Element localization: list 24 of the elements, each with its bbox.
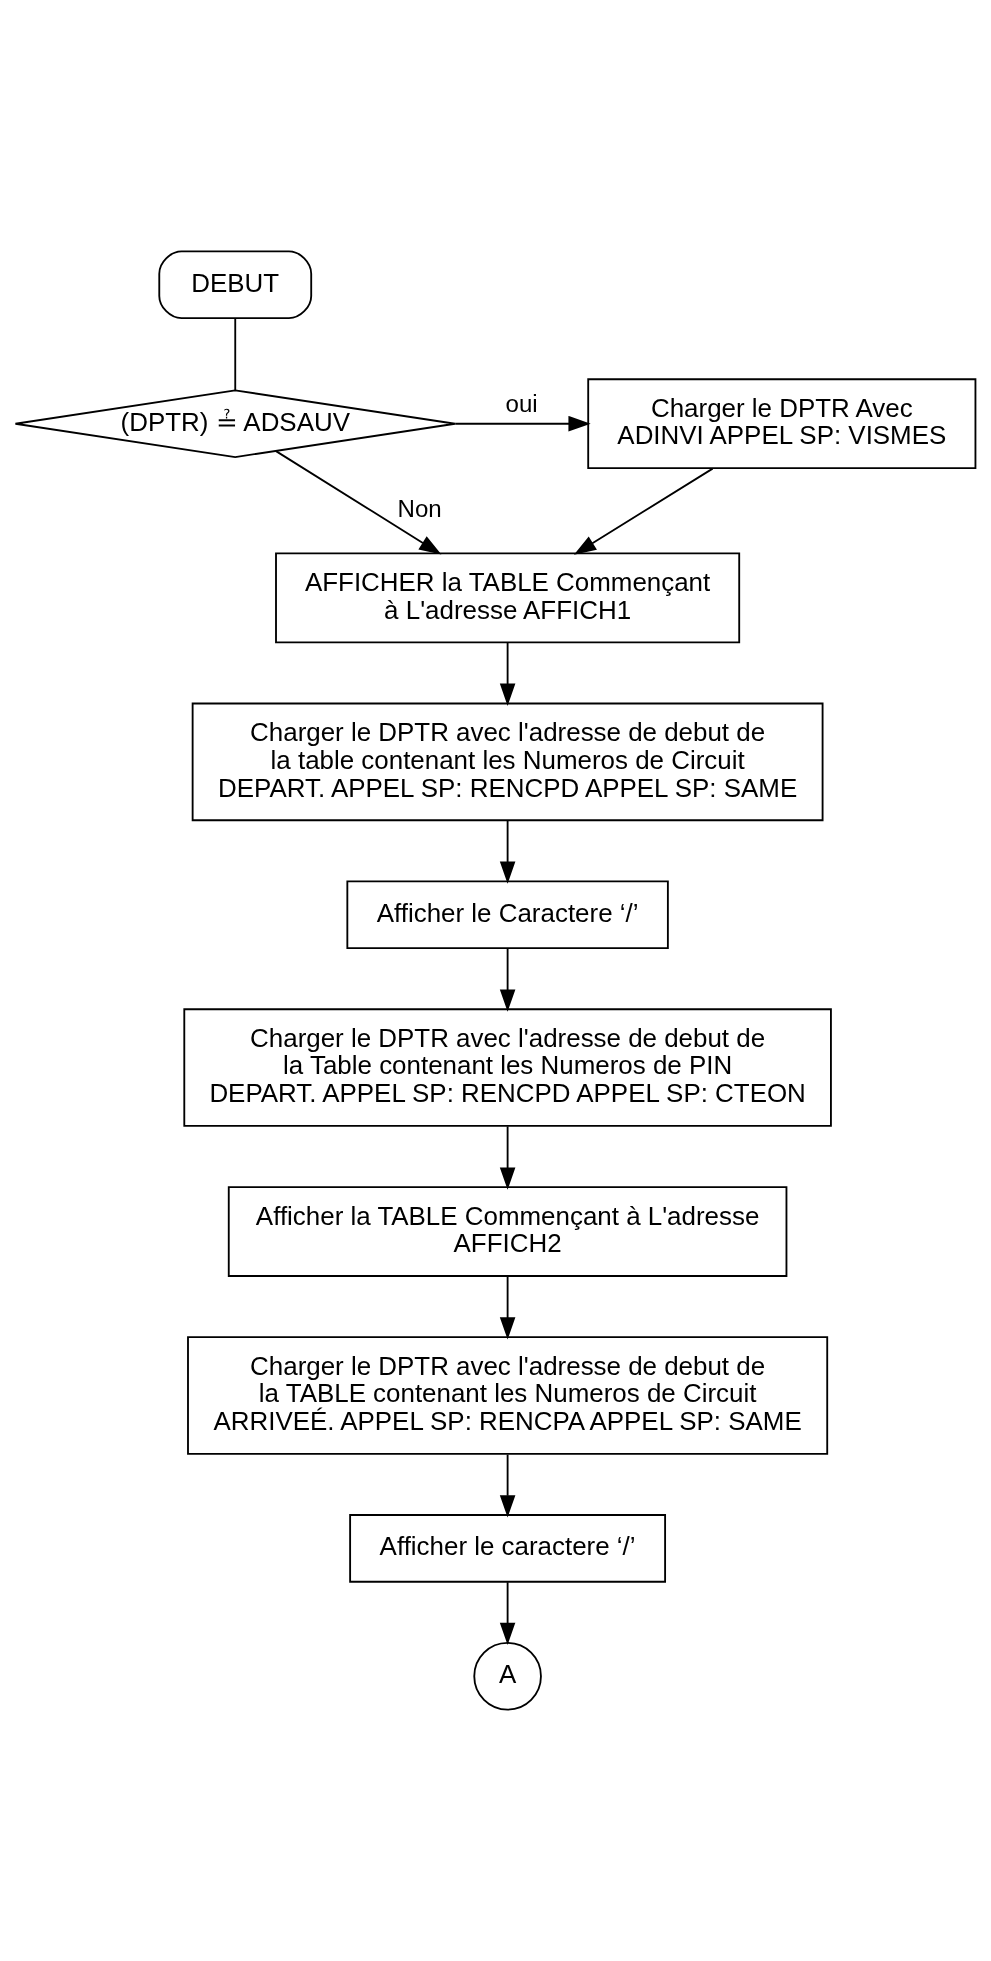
node-diamond: (DPTR) ≟ ADSAUV <box>14 389 456 458</box>
node-box: Charger le DPTR avec l'adresse de debut de la table contenant les Numeros de Circuit DEPART. APPEL SP: RENCPD APPEL SP: SAME <box>191 702 824 822</box>
node-box: DEBUT <box>158 250 313 320</box>
node-box: AFFICHER la TABLE Commençant à L'adresse AFFICH1 <box>275 552 741 644</box>
node-box: Charger le DPTR avec l'adresse de debut de la TABLE contenant les Numeros de Circuit ARRIVEÉ. APPEL SP: RENCPA APPEL SP: SAME <box>187 1336 829 1455</box>
arrow <box>499 947 516 1012</box>
arrow <box>499 641 516 706</box>
node-box: Afficher le caractere ‘/’ <box>349 1514 667 1583</box>
edge-label: oui <box>505 389 538 417</box>
connector <box>234 317 237 391</box>
arrow <box>454 415 591 432</box>
edge-label: Non <box>397 495 442 523</box>
arrow <box>275 450 442 555</box>
node-box: Charger le DPTR avec l'adresse de debut de la Table contenant les Numeros de PIN DEPART. APPEL SP: RENCPD APPEL SP: CTEON <box>183 1008 832 1127</box>
node-box: Afficher la TABLE Commençant à L'adresse AFFICH2 <box>227 1186 788 1277</box>
arrow <box>499 1275 516 1340</box>
node-circle: A <box>473 1641 542 1711</box>
node-box: Charger le DPTR Avec ADINVI APPEL SP: VISMES <box>587 378 977 470</box>
arrow <box>573 467 714 555</box>
node-box: Afficher le Caractere ‘/’ <box>346 880 669 949</box>
arrow <box>499 1125 516 1190</box>
arrow <box>499 1581 516 1645</box>
arrow <box>499 1453 516 1518</box>
arrow <box>499 820 516 884</box>
